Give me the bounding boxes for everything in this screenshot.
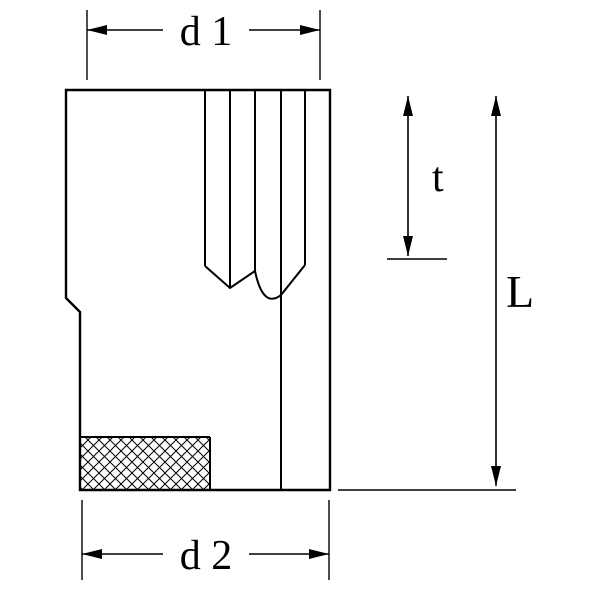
hex-bottom-zigzag bbox=[204, 265, 256, 290]
knurl-band bbox=[80, 436, 211, 490]
hex-bottom-curve bbox=[254, 270, 282, 300]
d2-label: d 2 bbox=[180, 533, 233, 579]
d2-arrow-right-icon bbox=[309, 549, 329, 559]
t-arrow-down-icon bbox=[403, 236, 413, 256]
L-arrow-down-icon bbox=[491, 466, 501, 486]
socket-body-outline bbox=[64, 88, 332, 492]
d1-arrow-right-icon bbox=[300, 25, 320, 35]
knurl-hatch-fill bbox=[80, 437, 210, 490]
dimension-d1: d 1 bbox=[86, 9, 321, 80]
t-label: t bbox=[432, 155, 444, 201]
L-arrow-up-icon bbox=[491, 96, 501, 116]
L-label: L bbox=[506, 266, 534, 317]
d1-arrow-left-icon bbox=[87, 25, 107, 35]
d2-arrow-left-icon bbox=[82, 549, 102, 559]
d1-label: d 1 bbox=[180, 9, 233, 55]
t-arrow-up-icon bbox=[403, 96, 413, 116]
hex-bottom-zigzag bbox=[280, 264, 306, 296]
dimension-d2: d 2 bbox=[81, 500, 330, 580]
dimension-L: L bbox=[338, 96, 534, 491]
hex-socket-interior bbox=[204, 90, 306, 300]
dimension-t: t bbox=[387, 96, 447, 260]
